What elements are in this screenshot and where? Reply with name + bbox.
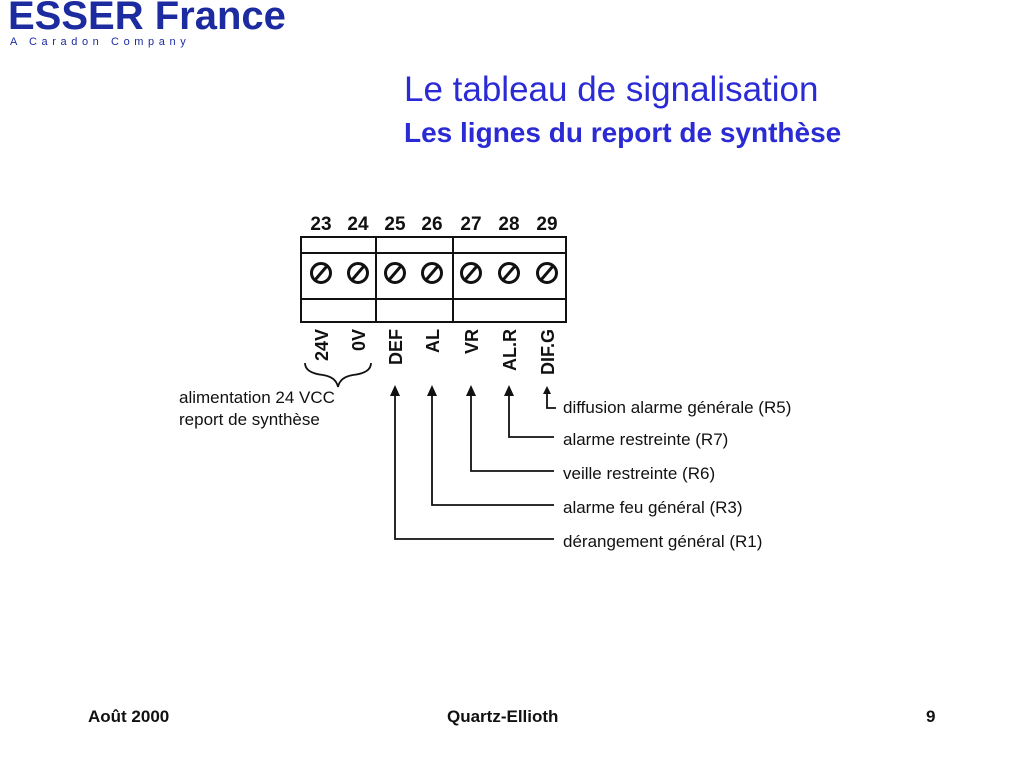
screw-icon [310, 262, 332, 284]
connector-dif-g [546, 394, 556, 409]
terminal-label-24v: 24V [312, 329, 332, 361]
terminal-number-24: 24 [347, 214, 369, 235]
terminal-diagram-svg: 23 24 25 26 27 28 29 24V [179, 214, 791, 551]
connector-vr [470, 396, 554, 472]
arrow-up-icon [543, 386, 551, 394]
arrow-up-icon [466, 385, 476, 396]
slide-subtitle: Les lignes du report de synthèse [404, 117, 842, 148]
screw-icon [347, 262, 369, 284]
terminal-label-def: DEF [386, 329, 406, 365]
output-label-r3: alarme feu général (R3) [563, 498, 743, 517]
terminal-block [300, 236, 567, 323]
power-note-line1: alimentation 24 VCC [179, 388, 335, 407]
footer-page-number: 9 [926, 707, 936, 726]
power-brace [304, 362, 372, 388]
connector-def [394, 396, 554, 540]
terminal-label-0v: 0V [349, 329, 369, 351]
power-note-line2: report de synthèse [179, 410, 320, 429]
arrow-up-icon [427, 385, 437, 396]
terminal-number-26: 26 [421, 214, 442, 235]
arrow-up-icon [504, 385, 514, 396]
output-label-r1: dérangement général (R1) [563, 532, 762, 551]
screw-icon [384, 262, 406, 284]
terminal-number-27: 27 [460, 214, 481, 235]
terminal-label-vr: VR [462, 329, 482, 354]
terminal-number-25: 25 [384, 214, 406, 235]
terminal-number-28: 28 [498, 214, 519, 235]
output-label-r5: diffusion alarme générale (R5) [563, 398, 791, 417]
terminal-diagram: 23 24 25 26 27 28 29 24V [170, 205, 870, 565]
output-label-r7: alarme restreinte (R7) [563, 430, 728, 449]
screw-icon [536, 262, 558, 284]
screw-icon [498, 262, 520, 284]
screw-icon [460, 262, 482, 284]
logo-wordmark: ESSER France [8, 0, 286, 38]
screw-icon [421, 262, 443, 284]
terminal-label-al: AL [423, 329, 443, 353]
footer-date: Août 2000 [88, 707, 170, 726]
arrow-up-icon [390, 385, 400, 396]
terminal-number-29: 29 [536, 214, 557, 235]
terminal-label-alr: AL.R [500, 329, 520, 371]
logo-tagline: A Caradon Company [10, 36, 191, 48]
slide-title: Le tableau de signalisation [404, 70, 819, 109]
output-label-r6: veille restreinte (R6) [563, 464, 715, 483]
terminal-label-difg: DIF.G [538, 329, 558, 375]
footer-presenter: Quartz-Ellioth [447, 707, 559, 726]
connector-al-r [508, 396, 554, 438]
terminal-number-23: 23 [310, 214, 331, 235]
company-logo: ESSER France A Caradon Company [8, 0, 358, 52]
connector-al [431, 396, 554, 506]
